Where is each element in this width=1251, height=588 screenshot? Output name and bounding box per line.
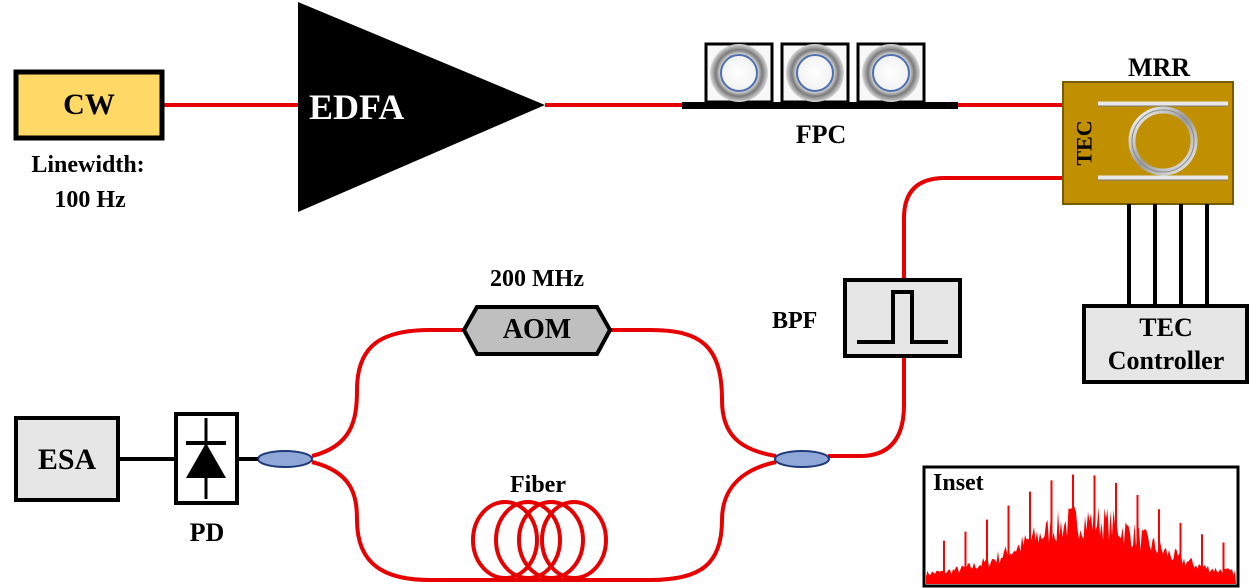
- tec-controller-label-1: TEC: [1139, 313, 1193, 342]
- edfa-label: EDFA: [309, 87, 405, 127]
- tec-controller-label-2: Controller: [1107, 346, 1225, 375]
- mrr-chip: [1062, 81, 1234, 205]
- mrr-label: MRR: [1127, 53, 1191, 82]
- tec-wires: [1127, 204, 1209, 306]
- microring-edge: [1131, 109, 1195, 173]
- fiber-arm-delay: [311, 460, 777, 582]
- fiber-arm-aom: [311, 328, 777, 458]
- fiber-bpf-coupler: [828, 356, 906, 458]
- linewidth-label: Linewidth:: [31, 152, 145, 178]
- tec-controller-box: [1082, 304, 1249, 384]
- esa-label: ESA: [37, 443, 97, 476]
- bpf-label: BPF: [772, 308, 818, 334]
- aom-label: AOM: [502, 314, 572, 345]
- fpc-base: [682, 102, 958, 109]
- tec-label: TEC: [1071, 120, 1097, 166]
- edfa-amplifier: [298, 2, 545, 212]
- cw-label: CW: [63, 88, 115, 121]
- fpc-polarization-controller: [682, 42, 958, 109]
- fiber-coil-icon: [471, 500, 608, 580]
- aom-frequency-label: 200 MHz: [490, 266, 584, 292]
- inset-label: Inset: [933, 470, 984, 496]
- linewidth-value: 100 Hz: [54, 187, 126, 213]
- inset-peaks: [943, 474, 1225, 584]
- cw-laser-box: [13, 69, 165, 141]
- photodiode-icon: [186, 418, 226, 499]
- pd-label: PD: [189, 518, 225, 547]
- fiber-label: Fiber: [510, 472, 566, 498]
- fiber-mrr-bpf: [902, 176, 1098, 280]
- paddle-icon: [704, 42, 774, 104]
- paddle-icon: [856, 42, 926, 104]
- coupler-left: [257, 450, 313, 468]
- paddle-icon: [780, 42, 850, 104]
- fpc-label: FPC: [795, 120, 847, 149]
- aom-box: [461, 305, 613, 356]
- fiber-links: [162, 103, 1098, 582]
- bandpass-filter-icon: [857, 290, 948, 344]
- coupler-right: [774, 450, 830, 468]
- esa-box: [14, 416, 120, 502]
